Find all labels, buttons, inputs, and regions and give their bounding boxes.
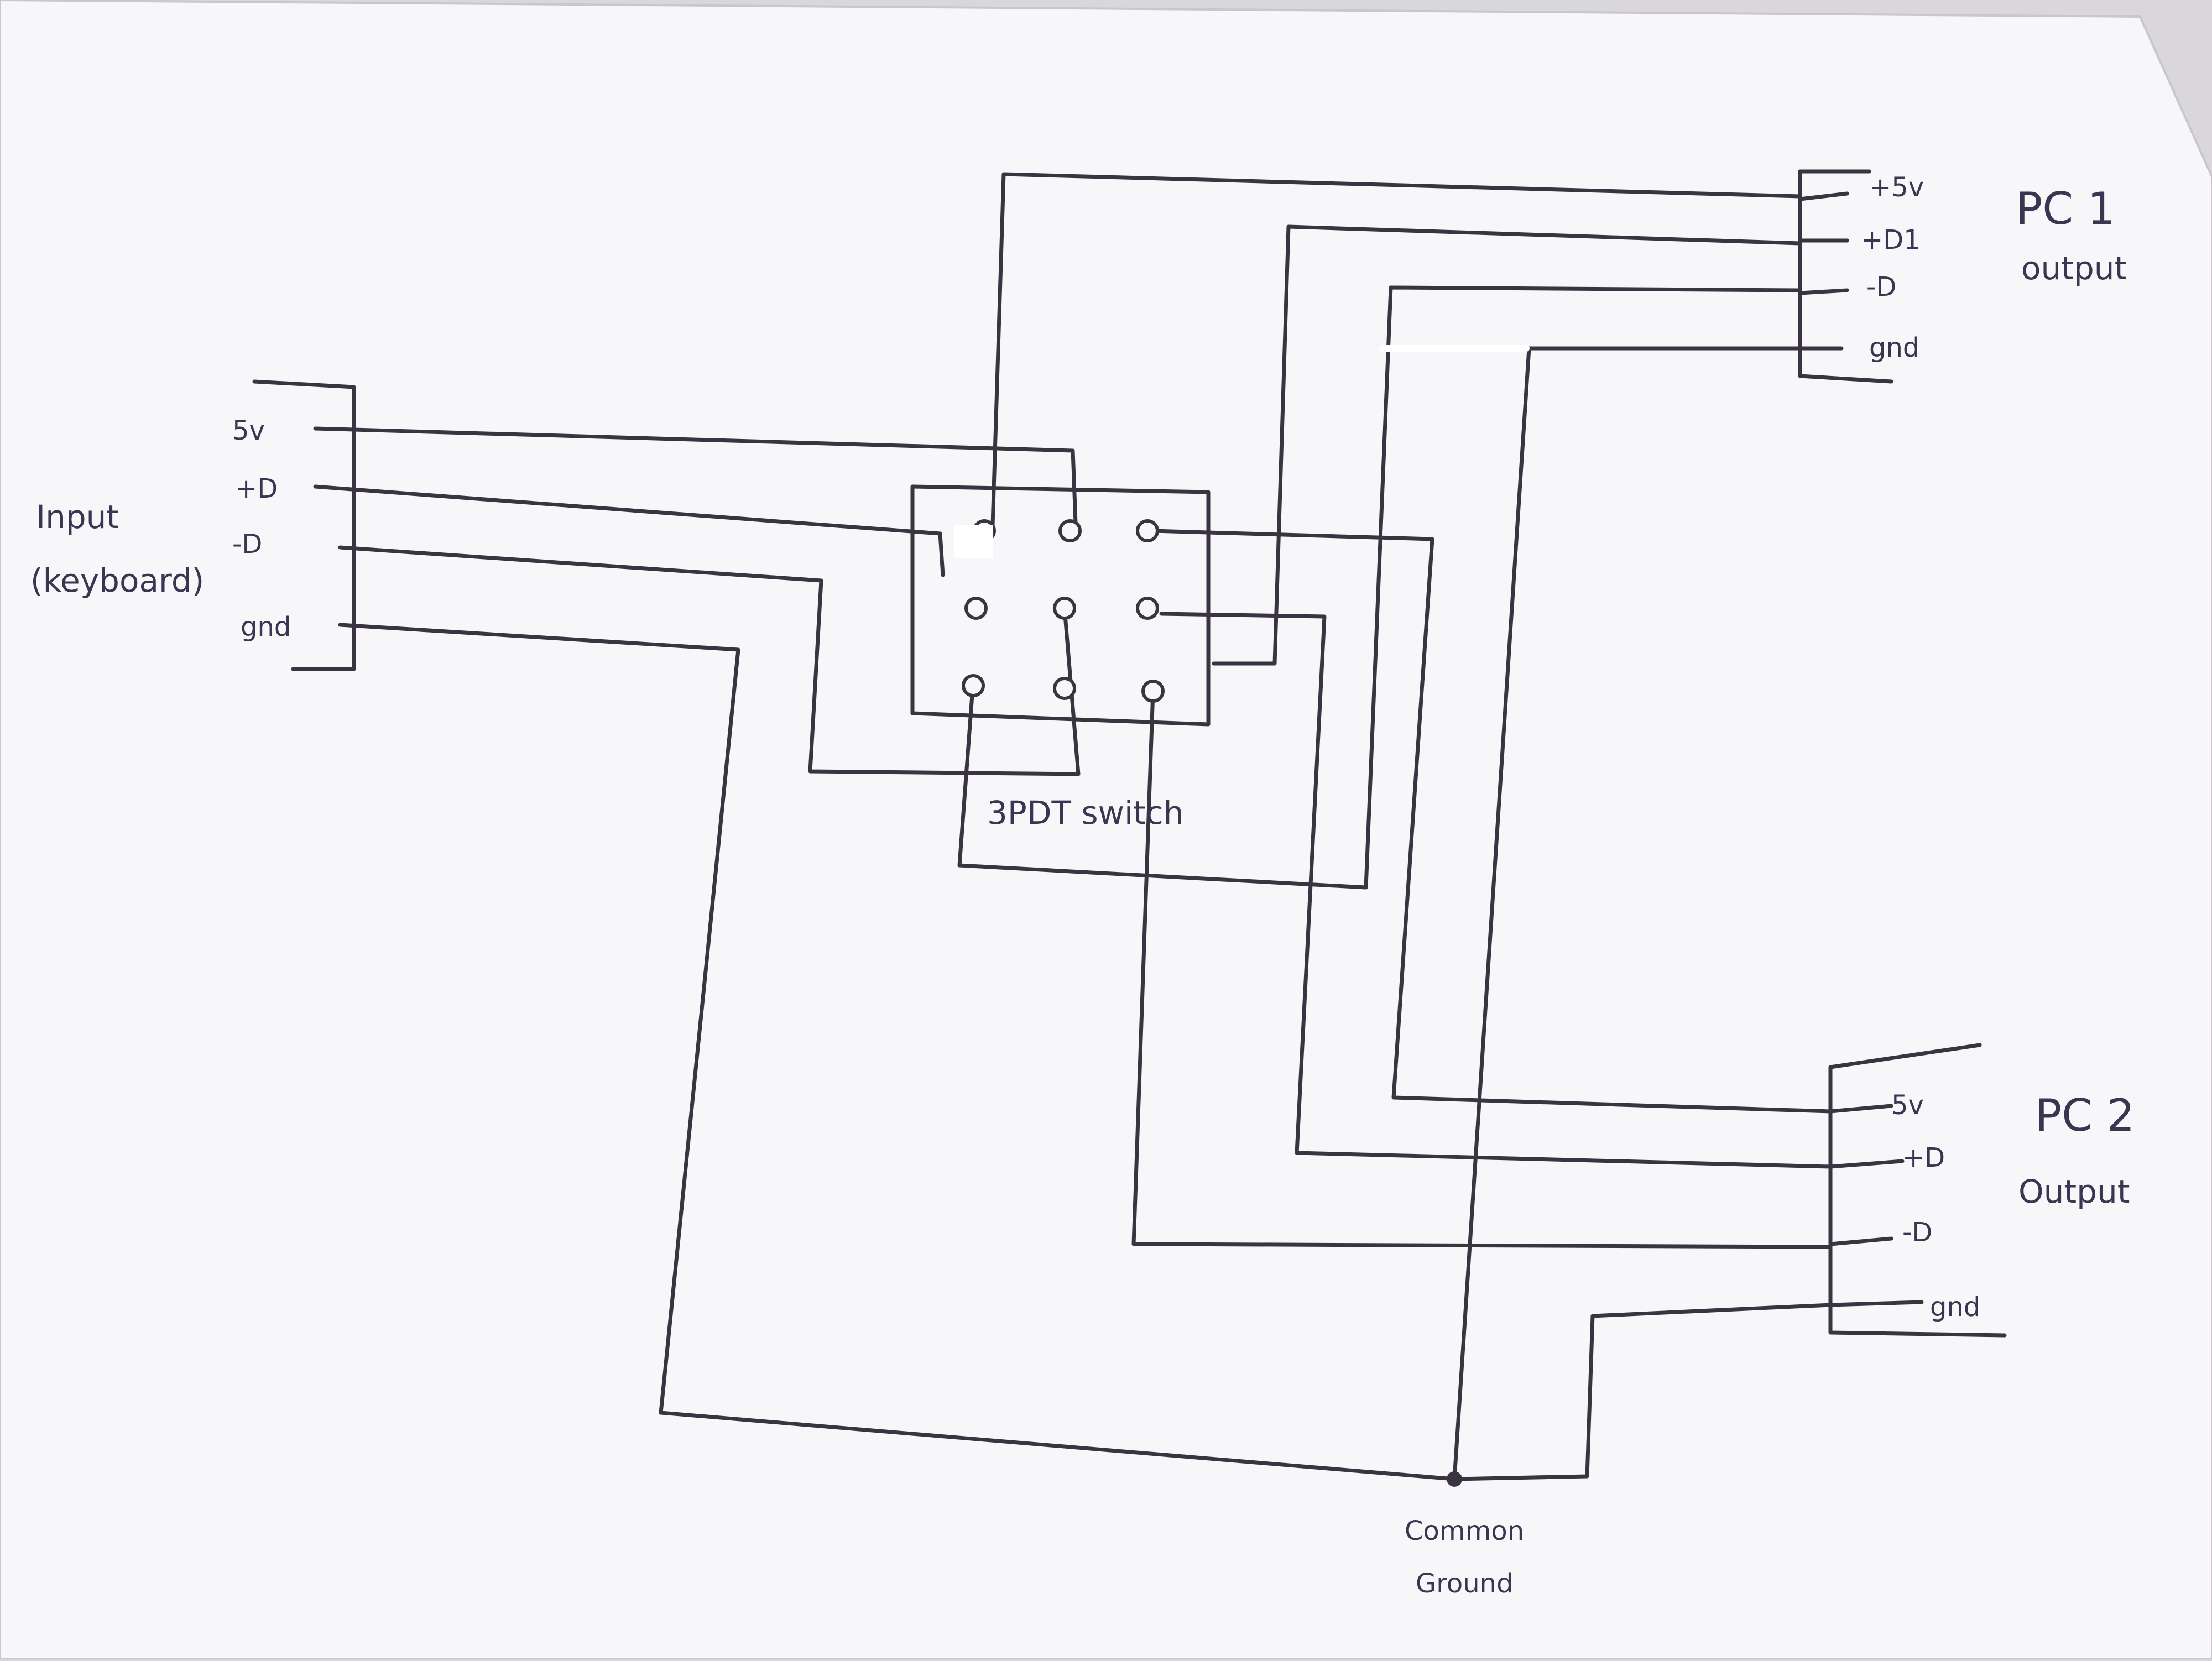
switch-terminal (962, 674, 985, 697)
switch-terminal (1053, 597, 1076, 620)
wire-pc1-minus-d (957, 285, 1802, 890)
wire-input-minus-d (338, 545, 1081, 776)
pc2-pin-gnd: gnd (1930, 1292, 1980, 1323)
switch-terminal (1141, 680, 1165, 703)
wire-pc1-plus-d1 (1212, 224, 1802, 666)
pc2-pin-stubs (1828, 1104, 1924, 1307)
wire-input-5v (313, 426, 1078, 525)
pc2-subtitle: Output (2018, 1173, 2130, 1210)
input-pin-5v: 5v (232, 415, 265, 446)
pc2-pin-5v: 5v (1891, 1090, 1924, 1121)
pc1-connector (1798, 169, 1893, 384)
switch-terminal (1053, 677, 1076, 700)
common-ground-junction (1447, 1471, 1462, 1487)
switch-body (910, 484, 1211, 727)
input-subtitle: (keyboard) (30, 562, 204, 599)
pc1-pin-plus-d1: +D1 (1861, 224, 1921, 255)
wire-pc2-gnd (1452, 1303, 1833, 1481)
wire-pc2-minus-d (1131, 689, 1833, 1249)
switch-terminal (964, 597, 988, 620)
ground-label-line2: Ground (1416, 1568, 1514, 1599)
pc2-title: PC 2 (2035, 1090, 2135, 1141)
switch-terminal (1136, 597, 1159, 620)
pc1-pin-5v: +5v (1869, 172, 1924, 203)
switch-terminal (1136, 519, 1159, 542)
pc1-title: PC 1 (2016, 183, 2115, 234)
pc1-pin-minus-d: -D (1866, 271, 1896, 302)
input-title: Input (36, 498, 119, 536)
pc2-pin-plus-d: +D (1902, 1142, 1945, 1173)
wire-pc1-5v (990, 172, 1802, 527)
input-pin-minus-d: -D (232, 529, 262, 560)
wire-common-ground (659, 1411, 1457, 1481)
switch-terminal (1058, 519, 1082, 542)
erased-mark (954, 525, 993, 558)
pc2-connector (1828, 1043, 2007, 1338)
pc1-pin-gnd: gnd (1869, 332, 1919, 363)
input-connector (252, 379, 356, 671)
input-pin-plus-d: +D (235, 473, 278, 504)
pc1-pin-stubs (1798, 191, 1849, 351)
wire-input-gnd (338, 623, 740, 1415)
input-pin-gnd: gnd (241, 612, 291, 643)
pc1-subtitle: output (2021, 249, 2127, 287)
wires (252, 169, 2007, 1481)
wire-input-plus-d (313, 484, 945, 577)
wire-pc2-5v (1151, 529, 1833, 1114)
wire-pc2-plus-d (1159, 612, 1833, 1169)
pc2-pin-minus-d: -D (1902, 1217, 1932, 1248)
switch-label: 3PDT switch (987, 794, 1184, 832)
ground-label-line1: Common (1405, 1516, 1524, 1547)
